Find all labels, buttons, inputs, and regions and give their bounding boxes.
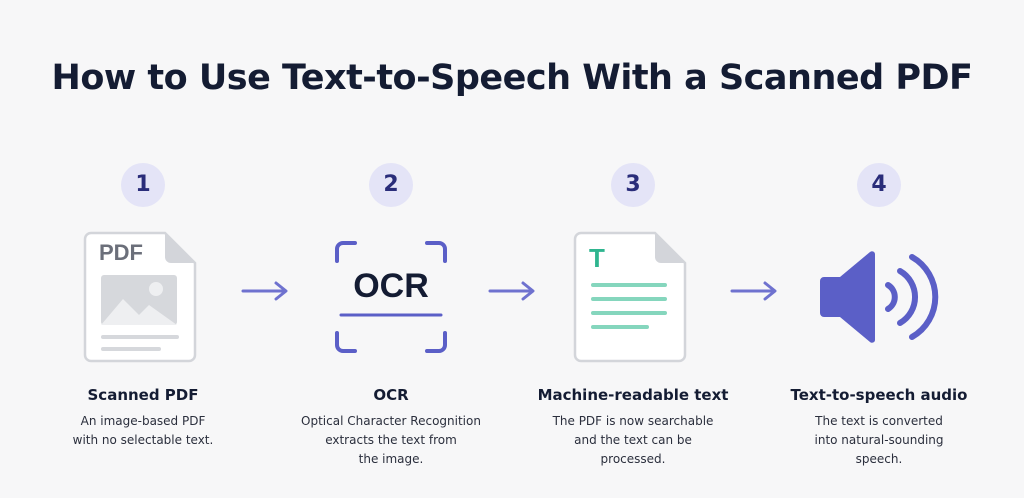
step-number-badge: 4: [857, 163, 901, 207]
arrow-right-icon: [241, 281, 288, 301]
step-number-badge: 3: [611, 163, 655, 207]
step-machine-readable-text: 3 T Machine-readable text The PDF is now…: [518, 163, 748, 469]
speaker-icon: [820, 251, 939, 343]
pdf-label: PDF: [99, 240, 143, 265]
step-description: The text is converted into natural-sound…: [814, 414, 944, 466]
ocr-label: OCR: [353, 267, 429, 305]
step-title: Machine-readable text: [537, 386, 729, 404]
text-glyph: T: [589, 243, 605, 273]
step-number-badge: 2: [369, 163, 413, 207]
pdf-document-icon: PDF: [83, 231, 197, 363]
step-title: Text-to-speech audio: [790, 386, 968, 404]
image-placeholder-icon: [101, 275, 177, 325]
step-title: Scanned PDF: [87, 386, 199, 404]
step-title: OCR: [373, 386, 409, 404]
arrow-right-icon: [730, 281, 777, 301]
step-number-badge: 1: [121, 163, 165, 207]
step-description: The PDF is now searchable and the text c…: [552, 414, 714, 466]
page-title: How to Use Text-to-Speech With a Scanned…: [51, 58, 973, 98]
step-scanned-pdf: 1 PDF Scanned PDF An image-based PDF wit…: [28, 163, 258, 450]
arrow-right-icon: [488, 281, 535, 301]
step-text-to-speech-audio: 4 Text-to-speech audio The text is conve…: [764, 163, 994, 469]
step-description: Optical Character Recognition extracts t…: [301, 414, 481, 466]
text-document-icon: T: [573, 231, 687, 363]
ocr-scan-icon: OCR: [335, 241, 447, 353]
step-ocr: 2 OCR OCR Optical Character Recognition …: [276, 163, 506, 469]
step-description: An image-based PDF with no selectable te…: [72, 414, 214, 447]
